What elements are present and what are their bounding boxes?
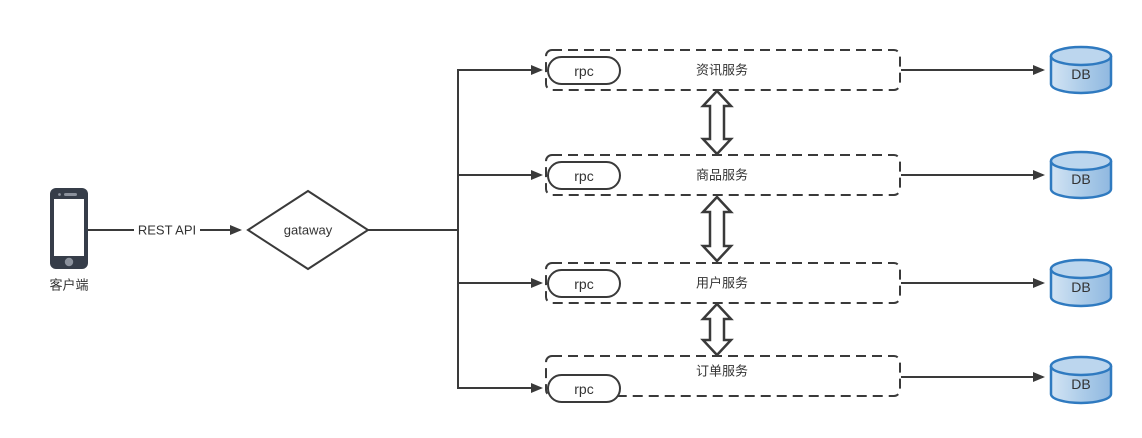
gateway-diamond: [246, 189, 370, 271]
db-label-3: DB: [1071, 279, 1090, 295]
service-box-1: [545, 49, 901, 91]
service-box-4: [545, 355, 901, 397]
db-cylinder-top-3: [1049, 258, 1113, 280]
db-cylinder-body-4: [1049, 366, 1113, 405]
double-arrow-3-4: [700, 302, 734, 357]
db-cylinder-body-2: [1049, 161, 1113, 200]
db-node-2: DB: [1049, 150, 1113, 200]
client-label: 客户端: [49, 278, 88, 293]
rest-api-label: REST API: [138, 223, 196, 238]
service-row-4: 订单服务 rpc: [545, 355, 901, 403]
db-label-2: DB: [1071, 171, 1090, 187]
client-node: 客户端: [49, 188, 89, 293]
db-label-1: DB: [1071, 66, 1090, 82]
gateway-label: gataway: [284, 223, 333, 238]
connector-lines: [88, 65, 1045, 393]
rpc-box-4: [547, 374, 621, 403]
service-row-3: rpc 用户服务: [545, 262, 901, 304]
db-label-4: DB: [1071, 376, 1090, 392]
smartphone-icon: [50, 188, 88, 269]
db-cylinder-top-1: [1049, 45, 1113, 67]
gateway-node: gataway: [246, 189, 370, 271]
service-box-3: [545, 262, 901, 304]
rpc-label-2: rpc: [574, 168, 593, 184]
rpc-box-3: [547, 269, 621, 298]
double-arrow-2-3: [700, 195, 734, 263]
rest-api-label-group: REST API: [134, 221, 200, 238]
rpc-label-4: rpc: [574, 381, 593, 397]
service-name-2: 商品服务: [696, 168, 748, 183]
service-name-1: 资讯服务: [696, 63, 748, 78]
db-cylinder-top-2: [1049, 150, 1113, 172]
double-arrow-1-2: [700, 89, 734, 156]
service-row-1: rpc 资讯服务: [545, 49, 901, 91]
rpc-label-1: rpc: [574, 63, 593, 79]
db-node-4: DB: [1049, 355, 1113, 405]
rpc-box-2: [547, 161, 621, 190]
db-cylinder-body-1: [1049, 56, 1113, 95]
db-cylinder-body-3: [1049, 269, 1113, 308]
rest-api-label-bg: [134, 221, 200, 238]
db-node-3: DB: [1049, 258, 1113, 308]
db-node-1: DB: [1049, 45, 1113, 95]
service-name-3: 用户服务: [696, 276, 748, 291]
sync-arrows: [700, 89, 734, 357]
rpc-box-1: [547, 56, 621, 85]
service-name-4: 订单服务: [696, 364, 748, 379]
rpc-label-3: rpc: [574, 276, 593, 292]
db-cylinder-top-4: [1049, 355, 1113, 377]
service-box-2: [545, 154, 901, 196]
service-row-2: rpc 商品服务: [545, 154, 901, 196]
